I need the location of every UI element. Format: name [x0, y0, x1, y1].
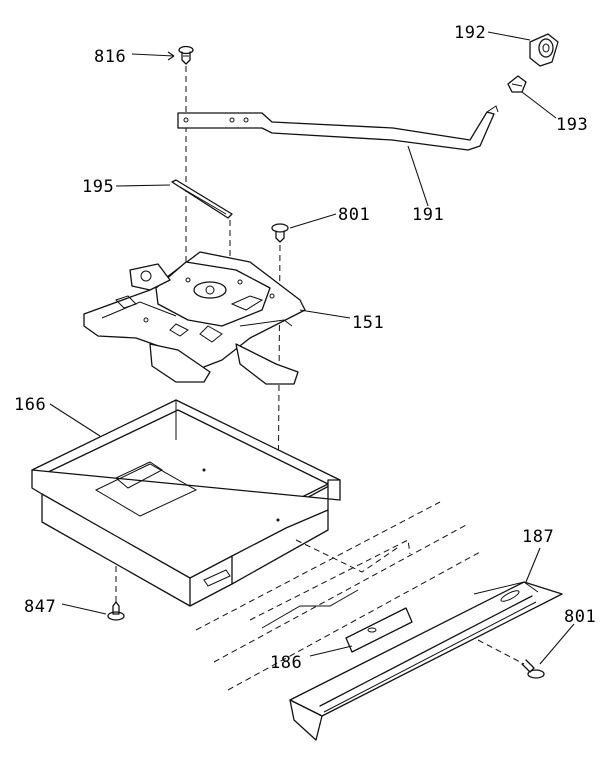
frame-rail — [195, 501, 481, 691]
bracket-186 — [345, 607, 413, 653]
screw-801-upper — [271, 223, 289, 243]
label-847: 847 — [24, 597, 56, 617]
label-166: 166 — [14, 395, 46, 415]
screw-847 — [107, 601, 125, 621]
label-187: 187 — [522, 527, 554, 547]
rod-195 — [171, 179, 233, 219]
label-186: 186 — [270, 653, 302, 673]
clip-193 — [507, 75, 527, 93]
tray-166 — [31, 399, 341, 607]
panel-187 — [289, 581, 563, 741]
align-line-801-lower — [477, 639, 525, 665]
knob-192 — [529, 33, 559, 67]
screw-801-lower — [521, 659, 545, 679]
label-816: 816 — [94, 47, 126, 67]
label-195: 195 — [82, 177, 114, 197]
screw-816 — [178, 45, 194, 65]
label-801-lower: 801 — [564, 607, 596, 627]
label-191: 191 — [412, 205, 444, 225]
leader-lines — [49, 31, 575, 665]
label-151: 151 — [352, 313, 384, 333]
label-192: 192 — [454, 23, 486, 43]
arm-191 — [177, 105, 499, 151]
label-193: 193 — [556, 115, 588, 135]
label-801-upper: 801 — [338, 205, 370, 225]
mechanism-151 — [83, 251, 306, 385]
